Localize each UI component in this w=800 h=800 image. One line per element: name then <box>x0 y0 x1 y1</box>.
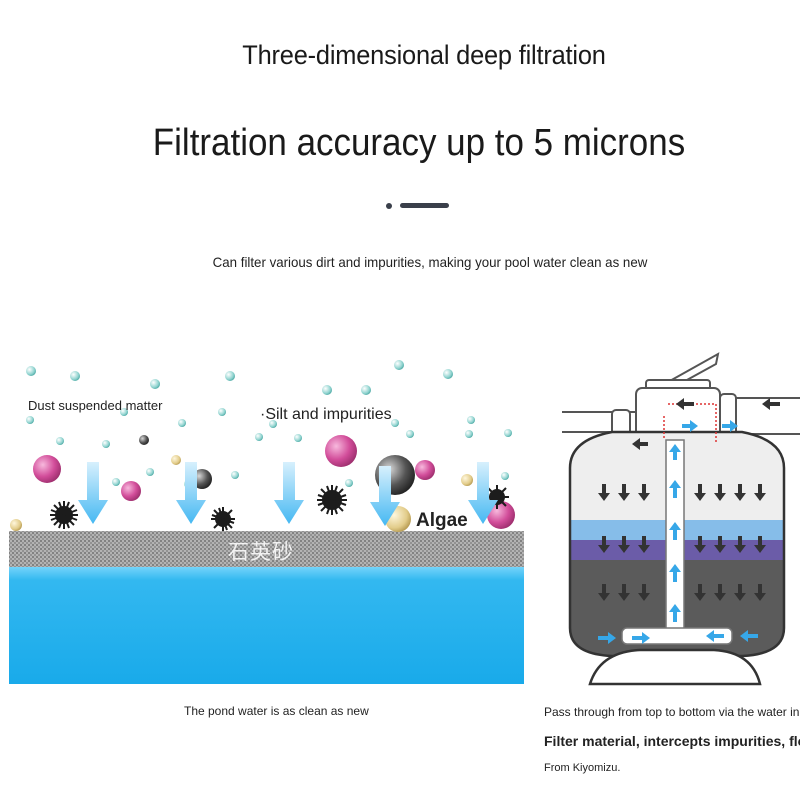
down-arrow-icon <box>694 484 706 501</box>
tank-shell <box>568 430 786 658</box>
down-arrow-icon <box>78 462 498 526</box>
caption-right-line1: Pass through from top to bottom via the … <box>544 705 800 719</box>
subtitle: Can filter various dirt and impurities, … <box>212 254 648 270</box>
caption-right-line3: From Kiyomizu. <box>544 762 621 774</box>
down-arrow-icon <box>598 484 766 601</box>
down-arrow-icon <box>638 484 650 501</box>
label-algae: Algae <box>416 510 468 531</box>
down-arrow-icon <box>638 536 650 553</box>
urchin-particle-icon <box>50 485 509 531</box>
left-arrow-icon <box>632 398 780 642</box>
lateral-collector <box>621 627 733 645</box>
caption-left: The pond water is as clean as new <box>184 704 369 718</box>
down-arrow-icon <box>734 584 746 601</box>
down-arrow-icon <box>618 584 630 601</box>
down-arrow-icon <box>714 484 726 501</box>
down-arrow-icon <box>694 584 706 601</box>
divider-dot <box>386 203 392 209</box>
pink-particles <box>33 435 515 529</box>
down-arrow-icon <box>618 484 630 501</box>
label-quartz-sand: 石英砂 <box>228 540 294 564</box>
down-arrow-icon <box>754 584 766 601</box>
down-arrow-icon <box>734 536 746 553</box>
label-silt-impurities: ·Silt and impurities <box>260 406 392 423</box>
down-arrow-icon <box>618 536 630 553</box>
right-arrow-icon <box>598 420 738 644</box>
down-arrow-icon <box>598 484 610 501</box>
quartz-sand-layer <box>9 531 524 567</box>
clean-water-layer <box>9 566 524 684</box>
down-arrow-icon <box>754 484 766 501</box>
down-arrow-icon <box>754 536 766 553</box>
down-arrow-icon <box>598 584 610 601</box>
headline: Filtration accuracy up to 5 microns <box>152 122 686 164</box>
caption-right-line2: Filter material, intercepts impurities, … <box>544 733 800 749</box>
multiport-valve <box>635 352 721 441</box>
tank-base <box>588 648 762 686</box>
down-arrow-icon <box>734 484 746 501</box>
section-title: Three-dimensional deep filtration <box>242 40 606 70</box>
up-arrow-icon <box>669 444 681 622</box>
divider-dash <box>400 203 449 208</box>
down-arrow-icon <box>694 536 706 553</box>
down-arrow-icon <box>714 584 726 601</box>
label-dust-suspended-matter: Dust suspended matter <box>28 398 163 413</box>
down-arrow-icon <box>714 536 726 553</box>
down-arrow-icon <box>598 536 610 553</box>
down-arrow-icon <box>638 584 650 601</box>
